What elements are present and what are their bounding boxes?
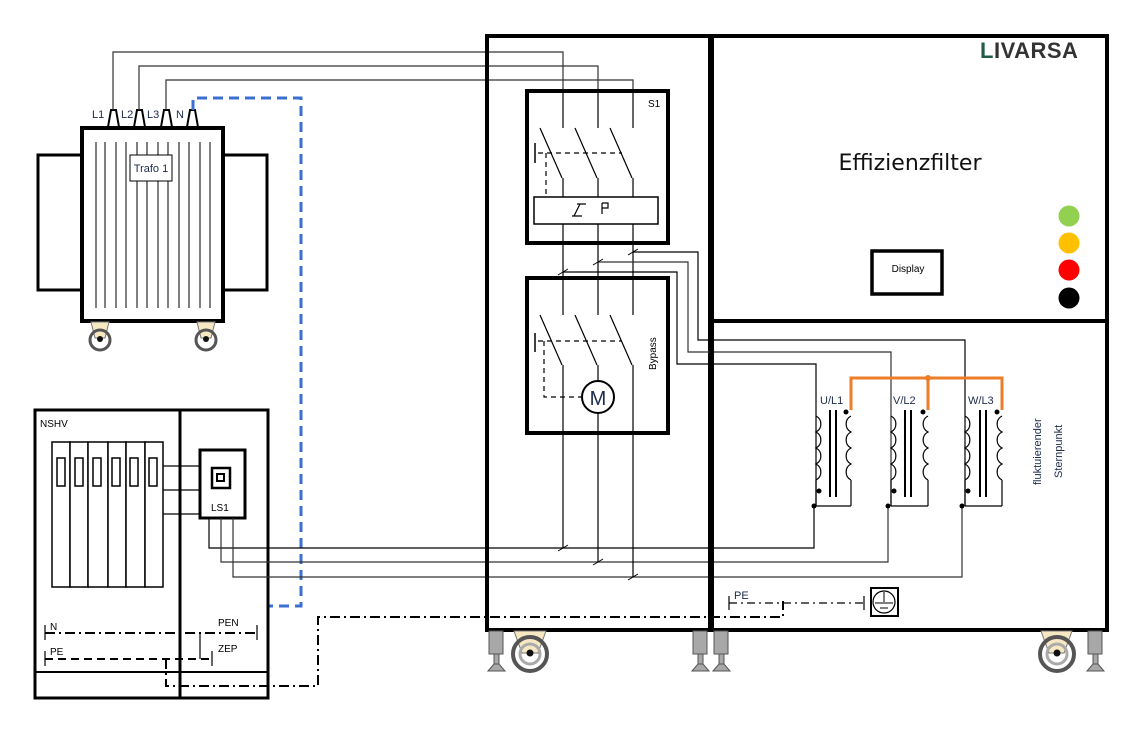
- wire-bypass-u: [563, 271, 817, 506]
- star-point-label-2: Sternpunkt: [1053, 425, 1065, 478]
- brand-logo: LIVARSA: [980, 38, 1078, 63]
- s1-trip-unit: [533, 196, 659, 225]
- filter-cabinet: LIVARSA Effizienzfilter Display U/L1 V/L…: [710, 34, 1109, 673]
- filter-pe-label: PE: [734, 590, 749, 602]
- transformer: Trafo 1 L1 L2 L3 N: [36, 109, 269, 352]
- nshv-modules: [51, 441, 164, 588]
- nshv-label: NSHV: [40, 419, 68, 430]
- transformer-right-radiator: [220, 153, 269, 292]
- main-switch-label: S1: [648, 99, 661, 110]
- ls1-output-wires: [208, 506, 963, 578]
- transformer-wheel-left: [88, 321, 112, 352]
- transformer-bushings: [106, 109, 200, 128]
- wire-bypass-v: [598, 261, 892, 506]
- n-busbar-label: N: [50, 622, 57, 633]
- bypass-label: Bypass: [648, 337, 659, 370]
- cabinet-wheel-left: [511, 630, 549, 673]
- motor-label: M: [590, 388, 607, 410]
- winding-label-w: W/L3: [968, 395, 994, 407]
- terminal-label-l2: L2: [121, 109, 133, 121]
- status-light-green: [1058, 205, 1080, 227]
- zep-label: ZEP: [218, 644, 238, 655]
- terminal-label-n: N: [176, 109, 184, 121]
- filter-title: Effizienzfilter: [838, 151, 982, 176]
- transformer-left-radiator: [36, 153, 85, 292]
- status-light-amber: [1058, 232, 1080, 254]
- earth-terminal-icon: [870, 587, 899, 617]
- breaker-label: LS1: [211, 503, 229, 514]
- winding-u: U/L1: [811, 395, 853, 509]
- pe-earth-line: [165, 601, 784, 687]
- filter-display: [870, 249, 944, 296]
- display-label: Display: [892, 264, 925, 275]
- bushing-l1: [106, 109, 121, 128]
- cabinet-foot-mid-left: [690, 630, 711, 672]
- filter-wheel-right: [1038, 630, 1076, 673]
- switch-cabinet: S1: [485, 34, 966, 673]
- star-point-node: [925, 375, 931, 381]
- bushing-l3: [159, 109, 174, 128]
- transformer-label-plate: [129, 154, 173, 182]
- filter-cabinet-frame: [710, 34, 1109, 632]
- status-light-black: [1058, 287, 1080, 309]
- winding-label-u: U/L1: [820, 395, 843, 407]
- transformer-fins: [95, 142, 211, 308]
- filter-foot-right: [1085, 630, 1106, 672]
- wire-ls1-v: [220, 506, 889, 563]
- wire-bypass-w: [633, 251, 966, 506]
- pen-label: PEN: [218, 618, 239, 629]
- distribution-board: NSHV LS1 N PE PEN ZEP: [33, 408, 270, 700]
- terminal-label-l3: L3: [147, 109, 159, 121]
- status-light-red: [1058, 259, 1080, 281]
- motor-symbol: [581, 380, 615, 414]
- star-point-label-1: fluktuierender: [1032, 418, 1044, 485]
- bushing-n: [185, 109, 200, 128]
- filter-foot-left: [711, 630, 732, 672]
- s1-contacts: [534, 91, 634, 197]
- wire-ls1-w: [232, 506, 963, 578]
- bypass-wires: [557, 248, 966, 506]
- pe-busbar-label: PE: [50, 647, 64, 658]
- nshv-to-ls1-wires: [163, 465, 200, 515]
- bushing-l2: [132, 109, 147, 128]
- wire-ls1-u: [208, 506, 815, 549]
- cabinet-foot-left: [486, 630, 507, 672]
- transformer-wheel-right: [194, 321, 218, 352]
- winding-label-v: V/L2: [893, 395, 916, 407]
- transformer-label: Trafo 1: [134, 163, 168, 175]
- terminal-label-l1: L1: [92, 109, 104, 121]
- winding-w: W/L3: [959, 395, 1004, 509]
- winding-v: V/L2: [885, 395, 930, 509]
